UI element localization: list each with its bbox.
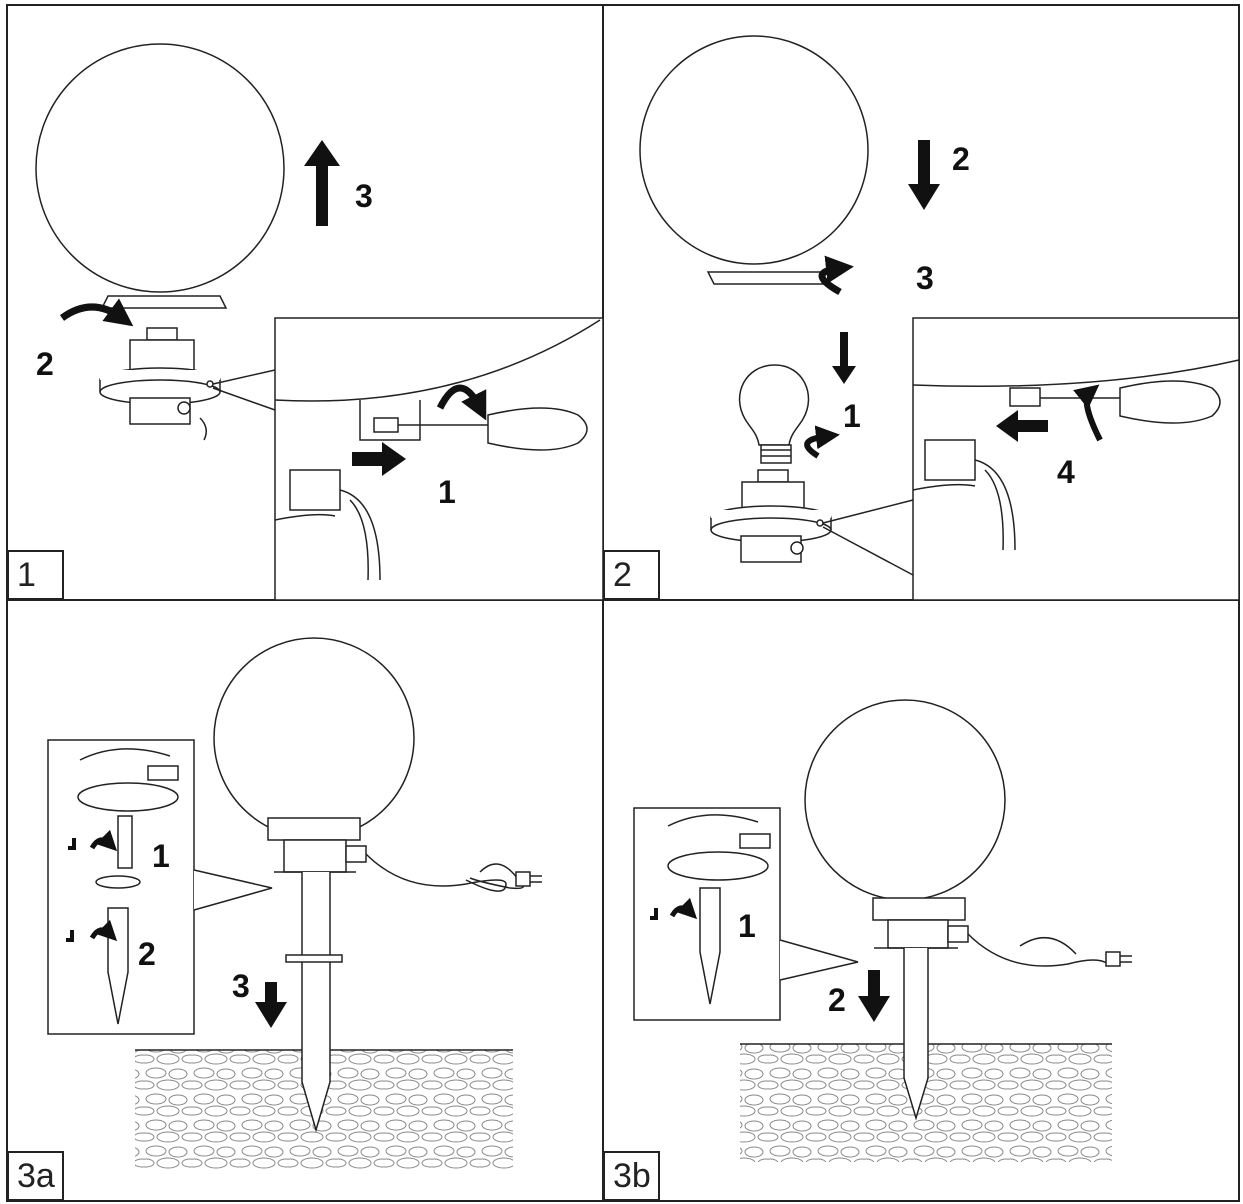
panel-label-3b: 3b — [603, 1151, 660, 1201]
power-plug-icon — [1019, 936, 1132, 967]
detail-inset — [274, 317, 604, 601]
panel-3b-step-2: 2 — [828, 982, 846, 1018]
straight-arrow-icon — [832, 140, 1048, 442]
lamp-base-icon — [710, 469, 832, 563]
straight-arrow-icon — [858, 970, 890, 1022]
panel-1-art — [35, 43, 604, 601]
power-plug-icon — [469, 863, 542, 890]
globe-lamp-icon — [639, 35, 869, 265]
panel-3a-step-2: 2 — [138, 936, 156, 972]
panel-3a-step-1: 1 — [152, 838, 170, 874]
ground-spike-icon — [903, 948, 929, 1121]
panel-label-3a: 3a — [7, 1151, 64, 1201]
panel-label-2: 2 — [603, 550, 660, 600]
straight-arrow-icon — [255, 982, 287, 1028]
panel-2-step-1: 1 — [843, 398, 861, 434]
panel-2-step-4: 4 — [1057, 454, 1075, 490]
panel-2-step-2: 2 — [952, 141, 970, 177]
panel-2-art — [639, 35, 1240, 601]
panel-3a-step-3: 3 — [232, 968, 250, 1004]
globe-lamp-icon — [213, 637, 415, 839]
panel-3a-art — [47, 637, 542, 1170]
globe-lamp-icon — [35, 43, 285, 293]
panel-3b-step-1: 1 — [738, 908, 756, 944]
panel-1-step-1: 1 — [438, 474, 456, 510]
ground-spike-icon — [285, 872, 343, 1133]
globe-lamp-icon — [804, 699, 1006, 901]
panel-1-step-2: 2 — [36, 346, 54, 382]
panel-3b-art — [633, 699, 1132, 1162]
panel-label-1: 1 — [7, 550, 64, 600]
straight-arrow-icon — [304, 140, 406, 476]
lamp-base-icon — [99, 327, 221, 441]
panel-2-step-3: 3 — [916, 260, 934, 296]
light-bulb-icon — [738, 364, 810, 464]
panel-1-step-3: 3 — [355, 178, 373, 214]
screwdriver-icon — [398, 407, 588, 451]
